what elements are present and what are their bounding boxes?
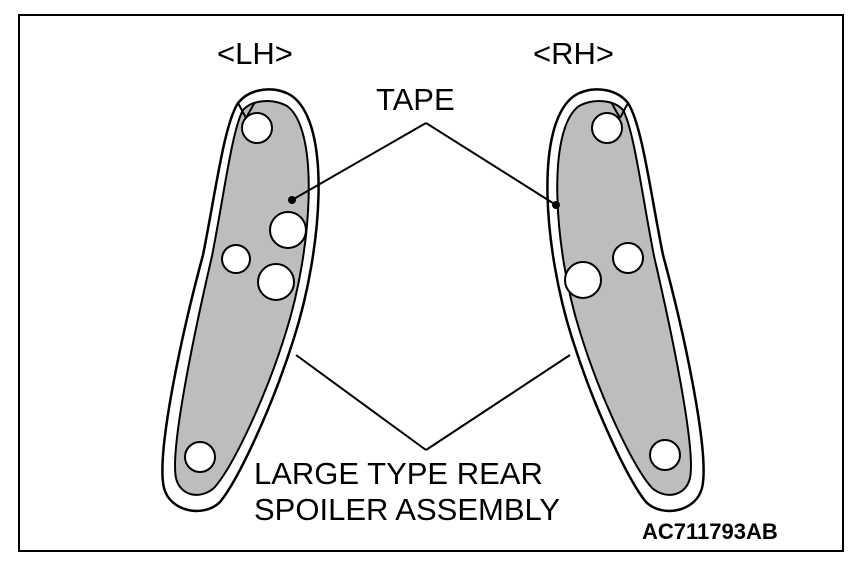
- rh-hole: [564, 261, 602, 299]
- lh-hole: [221, 244, 251, 274]
- lh-label: <LH>: [217, 36, 293, 71]
- lh-tape-area: [174, 100, 310, 496]
- rh-hole: [591, 112, 623, 144]
- rh-tape-area: [556, 100, 692, 496]
- assembly-label: LARGE TYPE REAR SPOILER ASSEMBLY: [254, 456, 560, 528]
- lh-hole: [269, 211, 307, 249]
- assembly-label-line1: LARGE TYPE REAR: [254, 456, 543, 491]
- diagram-frame: [18, 14, 844, 552]
- rh-label: <RH>: [533, 36, 614, 71]
- tape-leader-left: [291, 122, 427, 201]
- rh-notch: [610, 101, 629, 119]
- assembly-label-line2: SPOILER ASSEMBLY: [254, 492, 561, 527]
- lh-hole: [257, 263, 295, 301]
- assembly-leader-left: [295, 354, 427, 451]
- figure-code: AC711793AB: [642, 519, 778, 544]
- tape-point-right: [552, 201, 560, 209]
- rh-hole: [649, 439, 681, 471]
- tape-label: TAPE: [376, 82, 455, 117]
- rh-hole: [612, 242, 644, 274]
- tape-point-left: [288, 196, 296, 204]
- tape-leader-right: [425, 122, 557, 206]
- lh-hole: [184, 441, 216, 473]
- lh-hole: [241, 112, 273, 144]
- assembly-leader-right: [425, 354, 571, 451]
